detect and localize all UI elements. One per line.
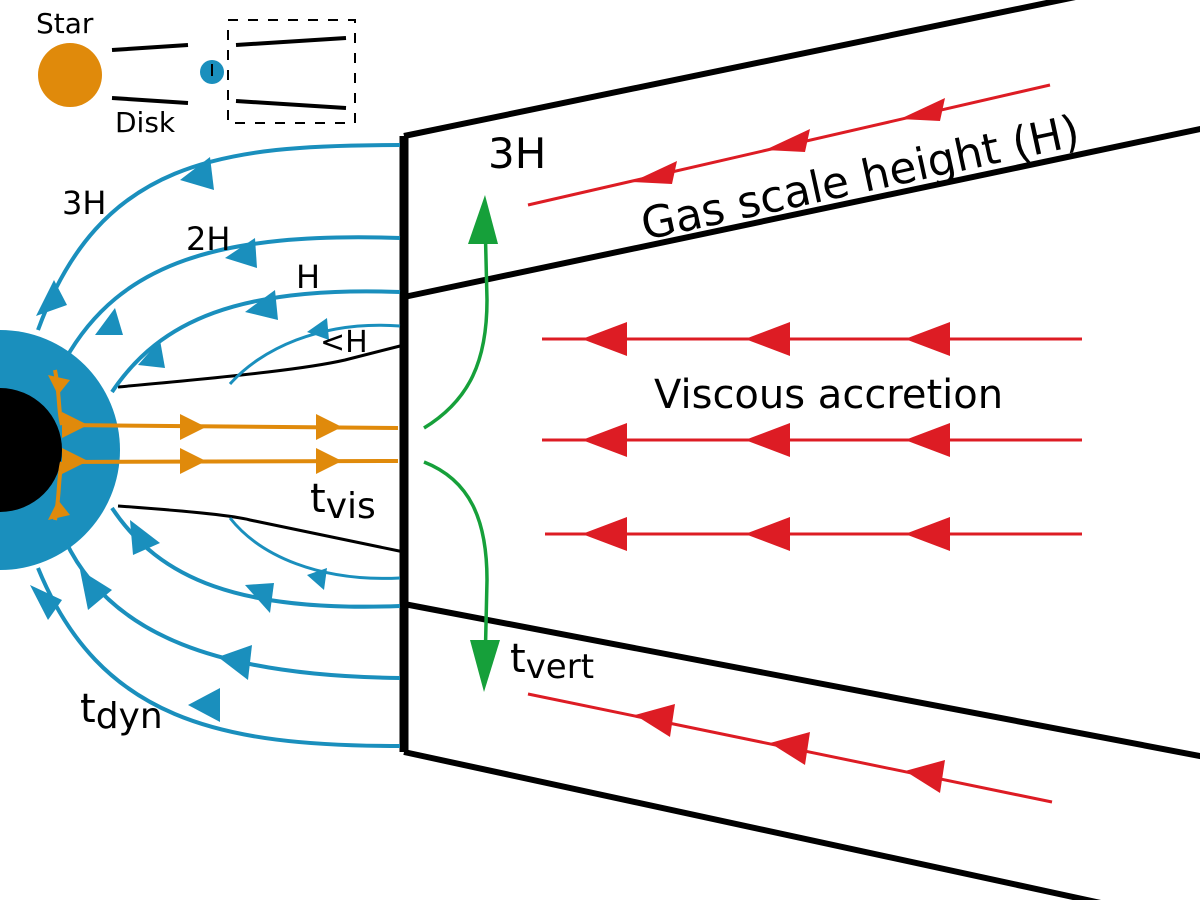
accretion-arrow — [582, 517, 627, 551]
outflow-arrow — [316, 448, 342, 474]
vertical-arrow-down — [470, 640, 500, 692]
outflow-upper — [61, 423, 399, 430]
accretion-arrow — [905, 423, 950, 457]
accretion-arrow — [582, 322, 627, 356]
outflow-upper-curve — [53, 369, 64, 426]
flow-lt-h-label: <H — [320, 325, 368, 360]
disk-3h-label: 3H — [488, 129, 546, 178]
inflow-lt-h-bottom — [228, 517, 401, 580]
lower-shear-boundary — [117, 504, 405, 554]
outflow-arrow — [180, 448, 206, 474]
inset-disk-top-line — [111, 43, 189, 52]
planet — [0, 330, 120, 570]
accretion-arrow — [582, 423, 627, 457]
inflow-h-top — [110, 289, 401, 394]
inflow-arrow — [80, 570, 112, 610]
inset-disk-bottom-line-outer — [235, 99, 347, 110]
disk-structure — [117, 0, 1200, 900]
inset-disk-top-line-outer — [235, 36, 347, 47]
outflow-lower — [61, 459, 399, 464]
inflow-arrow — [130, 520, 160, 555]
inset-schematic: Star Disk — [36, 7, 356, 139]
inflow-arrow — [245, 583, 274, 613]
accretion-arrow — [635, 704, 675, 737]
outflow-arrow — [48, 375, 70, 395]
accretion-arrow — [770, 732, 810, 765]
scale-height-bottom-line — [403, 601, 1200, 760]
inflow-3h-bottom — [36, 567, 401, 748]
upper-shear-boundary — [117, 343, 405, 389]
vertical-flow-down — [423, 460, 489, 669]
t-dyn-label: tdyn — [80, 686, 163, 737]
accretion-arrow — [905, 760, 945, 793]
inset-disk-bottom-line — [111, 96, 189, 105]
inflow-2h-top — [63, 235, 401, 361]
outflow-streamlines — [53, 369, 399, 521]
t-vis-main: t — [310, 476, 326, 522]
accretion-arrow — [632, 161, 677, 184]
disk-top-edge — [403, 0, 1076, 139]
accretion-flow — [527, 83, 1082, 804]
accretion-arrow — [905, 322, 950, 356]
vertical-flow-up — [423, 217, 489, 430]
t-dyn-main: t — [80, 686, 96, 732]
inflow-arrowheads — [30, 157, 329, 722]
accretion-arrow — [765, 129, 810, 152]
inflow-arrow — [180, 157, 214, 190]
scale-height-top-line — [403, 125, 1200, 300]
t-vert-sub: vert — [526, 647, 594, 687]
t-dyn-sub: dyn — [96, 696, 163, 737]
inflow-arrow — [218, 645, 252, 680]
t-vert-label: tvert — [510, 636, 594, 687]
inflow-arrow — [307, 568, 327, 590]
viscous-accretion-label: Viscous accretion — [654, 372, 1003, 418]
inflow-arrow — [245, 290, 278, 320]
accretion-arrowheads — [582, 98, 950, 793]
inflow-arrow — [225, 238, 257, 268]
inflow-arrow — [36, 280, 67, 316]
vertical-arrowheads — [468, 195, 500, 692]
accretion-arrow — [745, 517, 790, 551]
planet-core — [0, 388, 62, 512]
t-vis-sub: vis — [326, 486, 376, 527]
accretion-arrow — [905, 517, 950, 551]
flow-2h-label: 2H — [186, 220, 230, 258]
disk-label: Disk — [115, 106, 176, 139]
accretion-arrow — [900, 98, 945, 121]
inflow-3h-top — [36, 143, 401, 331]
inflow-arrow — [138, 340, 165, 368]
inflow-streamlines — [36, 143, 401, 748]
accretion-arrow — [745, 423, 790, 457]
outflow-arrow — [48, 500, 70, 520]
vertical-arrow-up — [468, 195, 498, 244]
flow-3h-label: 3H — [62, 184, 106, 222]
inflow-lt-h-top — [228, 323, 401, 385]
disk-bottom-edge — [403, 749, 1102, 900]
accretion-arrow — [745, 322, 790, 356]
vertical-flow — [423, 217, 489, 669]
star-icon — [38, 43, 102, 107]
inset-zoom-box — [227, 19, 356, 124]
outflow-arrow — [316, 414, 342, 440]
star-label: Star — [36, 7, 94, 40]
outflow-arrow — [180, 414, 206, 440]
outflow-arrow — [62, 412, 88, 438]
inflow-arrow — [30, 585, 62, 620]
outflow-arrowheads — [48, 375, 342, 520]
inflow-arrow — [188, 688, 220, 722]
flow-h-label: H — [296, 258, 320, 296]
t-vis-label: tvis — [310, 476, 376, 527]
inflow-arrow — [307, 318, 329, 340]
t-vert-main: t — [510, 636, 526, 682]
outflow-arrow — [62, 448, 88, 474]
inflow-arrow — [95, 308, 123, 335]
